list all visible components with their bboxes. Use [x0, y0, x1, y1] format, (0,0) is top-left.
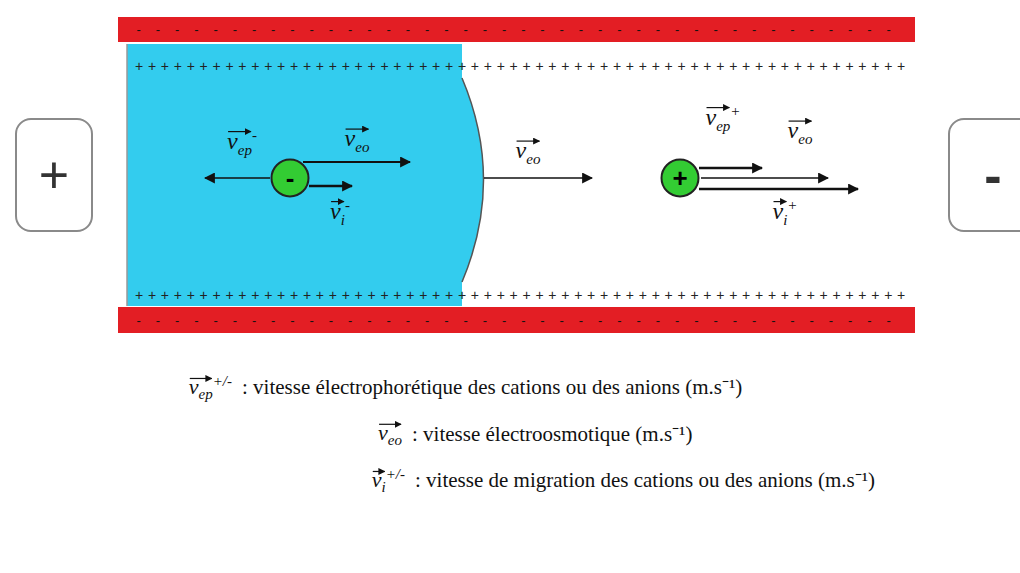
migration-arrow: [309, 185, 352, 188]
electrophoretic-arrow: [699, 167, 762, 170]
vector-letter: v: [516, 137, 527, 163]
buffer-zone: [127, 44, 484, 306]
vector-subscript: eo: [388, 433, 402, 449]
vector-label: veo: [516, 136, 541, 168]
legend-description: : vitesse de migration des cations ou de…: [415, 468, 875, 493]
vector-subscript: eo: [355, 139, 369, 155]
anion-circle: -: [270, 158, 310, 198]
wall-charge-row: ++++++++++++++++++++++++++++++++++++++++…: [135, 58, 910, 74]
vector-symbol: vep: [189, 374, 213, 399]
vector-subscript: i: [341, 211, 345, 227]
vector-subscript: eo: [526, 151, 540, 167]
vector-subscript: eo: [798, 131, 812, 147]
vector-symbol: vep: [227, 128, 252, 154]
vector-superscript: +/-: [386, 466, 405, 482]
wall-charge-row: - - - - - - - - - - - - - - - - - - - - …: [137, 314, 897, 327]
legend-symbol: veo: [378, 420, 402, 449]
vector-letter: v: [227, 128, 238, 154]
ion-disc: [272, 160, 309, 197]
cathode-electrode: -: [948, 118, 1020, 232]
ion-charge: +: [672, 165, 687, 191]
vector-symbol: veo: [345, 125, 370, 151]
vector-label: vi+: [773, 196, 798, 229]
vector-superscript: -: [252, 127, 257, 143]
wall-charge-row: - - - - - - - - - - - - - - - - - - - - …: [137, 23, 897, 36]
legend-description: : vitesse électrophorétique des cations …: [242, 375, 742, 400]
cation-circle: +: [660, 158, 700, 198]
capillary-wall: - - - - - - - - - - - - - - - - - - - - …: [118, 307, 915, 333]
vector-subscript: ep: [238, 141, 252, 157]
vector-superscript: +: [787, 197, 797, 213]
vector-symbol: vi: [372, 467, 386, 492]
anode-electrode: +: [15, 118, 93, 232]
vector-letter: v: [345, 125, 356, 151]
vector-letter: v: [330, 198, 341, 224]
vector-label: veo: [345, 124, 370, 156]
ion-charge: -: [286, 165, 295, 191]
vector-label: vi-: [330, 196, 350, 229]
vector-symbol: vi: [330, 198, 345, 224]
vector-label: vep+: [706, 102, 741, 135]
vector-symbol: veo: [516, 137, 541, 163]
vector-letter: v: [773, 198, 784, 224]
vector-superscript: +/-: [213, 373, 232, 389]
vector-letter: v: [706, 104, 717, 130]
vector-symbol: vi: [773, 198, 788, 224]
vector-letter: v: [378, 420, 388, 445]
vector-label: vep-: [227, 126, 257, 159]
vector-subscript: i: [783, 211, 787, 227]
electroosmotic-arrow: [701, 177, 828, 179]
electrode-sign: -: [984, 149, 1001, 201]
legend-symbol: vi+/-: [372, 465, 405, 497]
electrode-sign: +: [39, 149, 69, 201]
legend-symbol: vep+/-: [189, 372, 232, 404]
electroosmotic-arrow: [303, 161, 410, 163]
electroosmotic-arrow: [484, 177, 592, 179]
vector-label: veo: [788, 116, 813, 148]
electrophoretic-arrow: [205, 177, 270, 179]
vector-subscript: ep: [716, 117, 730, 133]
vector-letter: v: [189, 374, 199, 399]
vector-subscript: i: [382, 480, 386, 496]
vector-superscript: +: [730, 103, 740, 119]
vector-symbol: veo: [378, 420, 402, 445]
meniscus-line: [462, 78, 484, 282]
vector-letter: v: [788, 117, 799, 143]
buffer-edge: [126, 44, 128, 306]
legend-description: : vitesse électroosmotique (m.s⁻¹): [412, 422, 692, 447]
capillary-wall: - - - - - - - - - - - - - - - - - - - - …: [118, 17, 915, 42]
vector-subscript: ep: [199, 387, 213, 403]
wall-charge-row: ++++++++++++++++++++++++++++++++++++++++…: [135, 287, 910, 303]
vector-letter: v: [372, 467, 382, 492]
vector-symbol: vep: [706, 104, 731, 130]
ion-disc: [662, 160, 699, 197]
vector-symbol: veo: [788, 117, 813, 143]
migration-arrow: [699, 188, 858, 191]
vector-superscript: -: [345, 197, 350, 213]
